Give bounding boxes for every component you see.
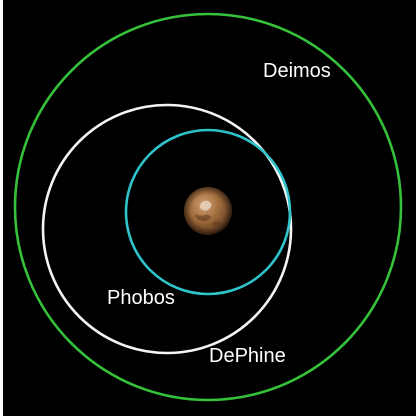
orbit-diagram-svg: Deimos Phobos DePhine xyxy=(3,0,416,416)
orbit-diagram: Deimos Phobos DePhine xyxy=(3,0,416,416)
deimos-label: Deimos xyxy=(263,60,331,82)
dephine-orbit xyxy=(124,128,292,296)
deimos-orbit xyxy=(13,12,403,402)
phobos-orbit xyxy=(41,103,293,355)
dephine-label: DePhine xyxy=(209,345,286,367)
phobos-label: Phobos xyxy=(107,287,175,309)
mars-icon xyxy=(184,187,232,235)
